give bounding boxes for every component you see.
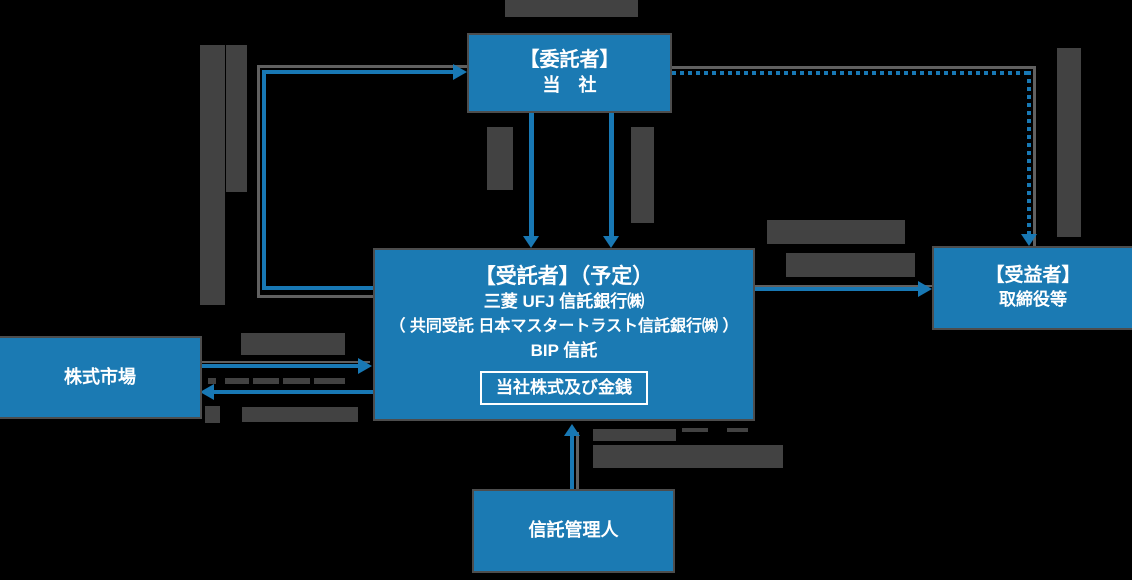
beneficiary-arrow-label-line1 xyxy=(767,220,905,244)
left-loop-blue-bottom xyxy=(262,286,373,290)
left-loop-gray-vertical xyxy=(257,65,260,298)
beneficiary-arrow-label-line2 xyxy=(786,253,915,277)
settlor-trustee-arrow1-head-icon xyxy=(523,236,539,248)
market-lower-label-prefix xyxy=(205,406,220,423)
settlor-trustee-arrow2-line xyxy=(609,113,614,238)
trust-admin-blue-line xyxy=(570,434,574,489)
stock-market-label: 株式市場 xyxy=(64,366,136,387)
right-path-gray-top xyxy=(672,66,1036,69)
arrow-into-trustee-bottom-icon xyxy=(564,424,580,436)
left-vertical-label-col1 xyxy=(200,45,225,305)
arrow-into-beneficiary-top-icon xyxy=(1021,234,1037,246)
trustee-beneficiary-blue-line xyxy=(755,287,918,291)
trustee-beneficiary-gray-line xyxy=(755,285,932,287)
market-dash-5 xyxy=(314,378,345,384)
arrow-into-settlor-icon xyxy=(453,64,467,80)
trust-assets-badge: 当社株式及び金銭 xyxy=(480,370,648,405)
market-dash-2 xyxy=(225,378,249,384)
trust-admin-gray-line xyxy=(576,432,579,489)
right-vertical-label xyxy=(1057,48,1081,237)
trust-admin-label-line2 xyxy=(593,445,783,468)
top-caption-block xyxy=(505,0,638,17)
market-lower-arrow-label xyxy=(242,407,358,422)
market-dash-1 xyxy=(208,378,216,384)
settlor-name: 当 社 xyxy=(542,75,597,96)
left-loop-gray-top xyxy=(257,65,467,68)
left-loop-blue-top xyxy=(262,70,453,74)
beneficiary-title: 【受益者】 xyxy=(985,264,1081,286)
trustee-title: 【受託者】（予定） xyxy=(474,265,654,289)
trustee-bank-name: 三菱 UFJ 信託銀行㈱ xyxy=(483,292,645,312)
left-loop-blue-vertical xyxy=(262,70,266,288)
settlor-box: 【委託者】 当 社 xyxy=(467,33,672,113)
settlor-title: 【委託者】 xyxy=(519,49,620,72)
beneficiary-name: 取締役等 xyxy=(999,290,1067,310)
settlor-trustee-arrow2-head-icon xyxy=(603,236,619,248)
left-loop-gray-bottom xyxy=(257,295,375,298)
trustee-co-trustee: （ 共同受託 日本マスタートラスト信託銀行㈱ ） xyxy=(389,318,739,336)
market-dash-4 xyxy=(283,378,310,384)
trust-admin-label-line1b xyxy=(682,428,708,432)
market-upper-blue-line xyxy=(200,364,360,368)
center-left-vertical-label xyxy=(487,127,513,190)
arrow-into-trustee-from-market-icon xyxy=(358,358,372,374)
market-lower-blue-line xyxy=(213,390,373,394)
trust-admin-label-line1c xyxy=(727,428,748,432)
trust-administrator-box: 信託管理人 xyxy=(472,489,675,573)
trust-administrator-label: 信託管理人 xyxy=(528,520,619,541)
market-dash-3 xyxy=(253,378,279,384)
trustee-trust-name: BIP 信託 xyxy=(530,341,598,361)
arrow-into-market-icon xyxy=(200,384,214,400)
stock-market-box: 株式市場 xyxy=(0,336,202,419)
settlor-trustee-arrow1-line xyxy=(529,113,534,238)
right-path-dotted-vertical xyxy=(1027,71,1031,234)
right-path-dotted-top xyxy=(672,71,1028,75)
market-upper-gray-line xyxy=(200,361,370,363)
market-upper-arrow-label xyxy=(241,333,345,355)
trustee-box: 【受託者】（予定） 三菱 UFJ 信託銀行㈱ （ 共同受託 日本マスタートラスト… xyxy=(373,248,755,421)
arrow-into-beneficiary-icon xyxy=(918,281,932,297)
center-right-vertical-label xyxy=(631,127,654,223)
right-path-gray-vertical xyxy=(1033,66,1036,246)
left-vertical-label-col2 xyxy=(226,45,247,192)
trust-admin-label-line1 xyxy=(593,429,676,441)
beneficiary-box: 【受益者】 取締役等 xyxy=(932,246,1132,330)
